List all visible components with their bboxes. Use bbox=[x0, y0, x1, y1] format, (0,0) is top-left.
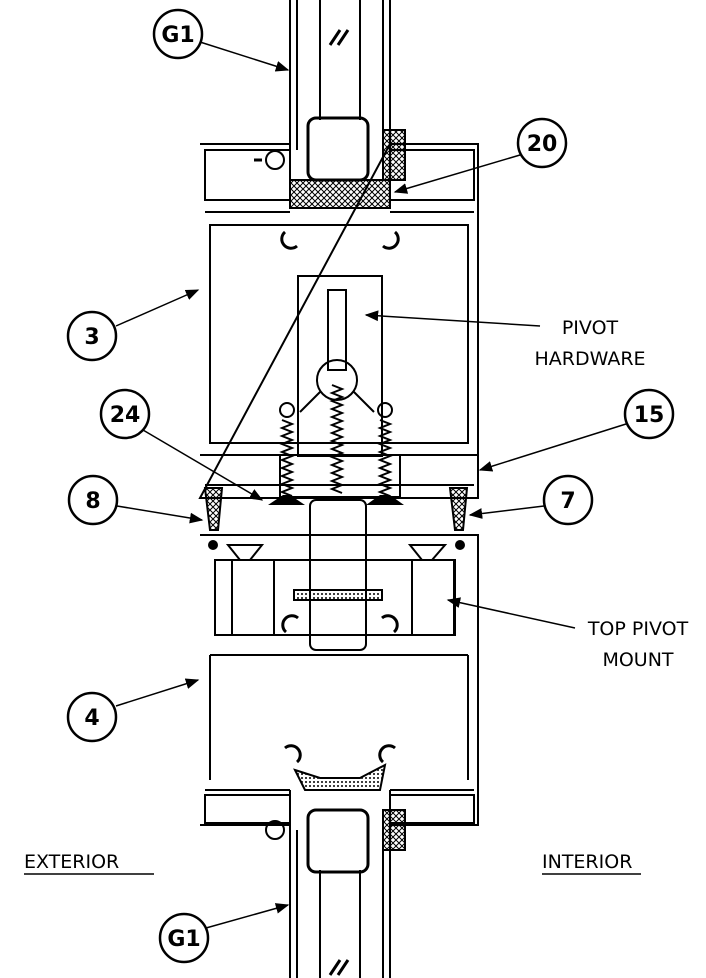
callout-7: 7 bbox=[468, 474, 594, 526]
seal-dot-interior bbox=[455, 540, 465, 550]
callout-8-label: 8 bbox=[85, 489, 100, 514]
callout-24: 24 bbox=[99, 388, 264, 501]
label-top-pivot-mount: TOP PIVOT MOUNT bbox=[446, 597, 689, 671]
label-interior: INTERIOR bbox=[542, 851, 641, 875]
lower-frame-profile bbox=[200, 499, 479, 826]
pivot-hardware-line2: HARDWARE bbox=[534, 348, 645, 370]
countersunk-screws-lower bbox=[225, 544, 448, 561]
interior-label: INTERIOR bbox=[542, 851, 632, 873]
callout-24-label: 24 bbox=[110, 403, 141, 428]
glazing-setting-block bbox=[289, 179, 391, 209]
callout-20: 20 bbox=[393, 117, 568, 194]
weatherstrip-interior bbox=[448, 487, 469, 531]
callout-g1-top-label: G1 bbox=[161, 23, 194, 48]
bottom-glazing-gasket bbox=[293, 763, 387, 791]
bottom-glass-unit bbox=[265, 790, 391, 978]
pivot-mount-gasket bbox=[293, 589, 383, 601]
callout-15: 15 bbox=[478, 388, 675, 472]
callout-15-label: 15 bbox=[634, 403, 665, 428]
callout-4-label: 4 bbox=[84, 706, 99, 731]
top-pivot-mount-line1: TOP PIVOT bbox=[587, 618, 689, 640]
top-glass-unit bbox=[289, 0, 391, 185]
seal-dot-exterior bbox=[208, 540, 218, 550]
pivot-hardware-line1: PIVOT bbox=[562, 317, 619, 339]
exterior-label: EXTERIOR bbox=[24, 851, 119, 873]
callout-g1-bottom-label: G1 bbox=[167, 927, 200, 952]
callout-3: 3 bbox=[66, 289, 200, 362]
callout-8: 8 bbox=[67, 474, 204, 526]
label-exterior: EXTERIOR bbox=[24, 851, 154, 875]
callout-20-label: 20 bbox=[527, 132, 558, 157]
callout-g1-top: G1 bbox=[152, 8, 290, 72]
pivot-springs bbox=[279, 384, 393, 497]
callout-g1-bottom: G1 bbox=[158, 903, 290, 964]
callout-4: 4 bbox=[66, 678, 200, 743]
pivot-hardware bbox=[279, 275, 401, 498]
countersunk-screws-upper bbox=[268, 495, 404, 505]
callout-7-label: 7 bbox=[560, 489, 575, 514]
bottom-glazing-gasket-right bbox=[382, 809, 406, 851]
weatherstrip-exterior bbox=[203, 487, 224, 531]
callout-3-label: 3 bbox=[84, 325, 99, 350]
label-pivot-hardware: PIVOT HARDWARE bbox=[364, 310, 646, 370]
top-glazing-gasket-right bbox=[382, 129, 406, 181]
top-pivot-mount-line2: MOUNT bbox=[602, 649, 673, 671]
